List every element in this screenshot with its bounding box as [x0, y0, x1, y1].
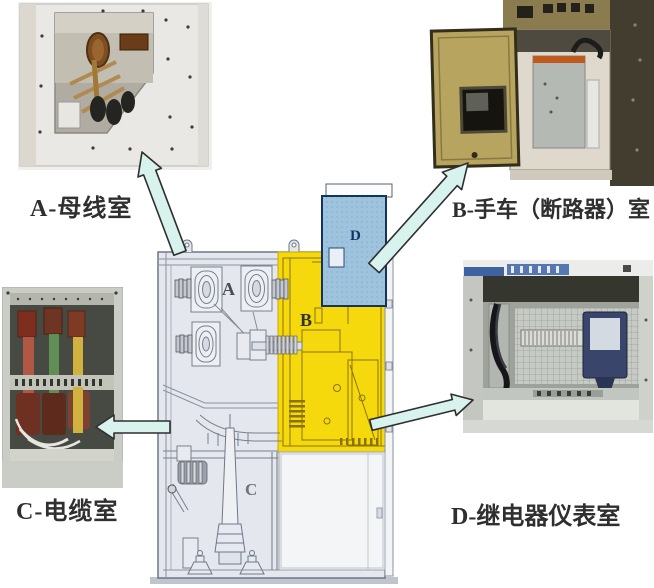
open-door [429, 27, 521, 169]
current-transformers [16, 387, 90, 435]
arrow-to-relay-photo [368, 393, 474, 432]
caption-cable-compartment: C-电缆室 [16, 499, 119, 525]
letter-d: D [350, 228, 361, 244]
busbar-insulators [90, 91, 135, 125]
relay-region [321, 183, 393, 307]
lifting-lugs [181, 239, 300, 252]
letter-a: A [222, 279, 235, 299]
cabinet-base [150, 577, 398, 584]
busbar-compartment-photo [18, 2, 212, 170]
cable-compartment-photo [2, 287, 123, 488]
front-lower-panel [278, 451, 386, 571]
breaker-cell-interior [509, 29, 612, 180]
front-panel-edge [384, 255, 394, 577]
caption-relay-compartment: D-继电器仪表室 [451, 504, 621, 530]
caption-busbar-compartment: A-母线室 [30, 196, 133, 222]
caption-breaker-compartment: B-手车（断路器）室 [452, 197, 651, 222]
copper-busbars [69, 32, 149, 114]
cabinet-outline [157, 251, 386, 579]
breaker-region [277, 251, 386, 453]
busbar-region [162, 265, 303, 409]
duct-bend [163, 414, 282, 462]
cable-region [163, 414, 385, 575]
control-wires [14, 418, 81, 450]
earthing-busbar [10, 375, 114, 390]
letter-b: B [300, 310, 312, 330]
cabinet-side-panel [610, 0, 654, 186]
breaker-compartment-photo [425, 0, 654, 197]
relay-compartment-photo [463, 260, 653, 433]
letter-c: C [245, 480, 257, 499]
relay-device [582, 311, 628, 390]
